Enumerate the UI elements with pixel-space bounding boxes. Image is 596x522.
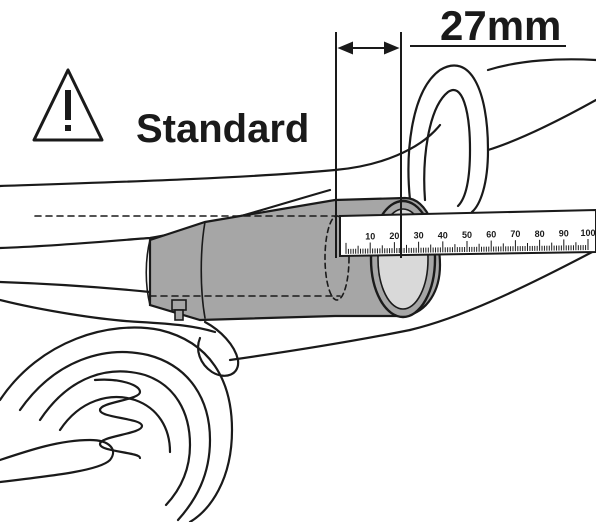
ruler-tick-label: 60: [486, 230, 496, 240]
motorcycle-body: [0, 58, 596, 362]
mounting-bolt: [171, 299, 187, 311]
ruler-tick-label: 100: [580, 228, 595, 238]
ruler-tick-label: 80: [535, 229, 545, 239]
dimension-marker: [335, 32, 566, 258]
ruler-tick-label: 90: [559, 228, 569, 238]
ruler-tick-label: 50: [462, 230, 472, 240]
ruler-labels: 10 20 30 40 50 60 70 80 90 100: [365, 228, 595, 241]
ruler-tick-label: 40: [438, 230, 448, 240]
rear-wheel: [0, 320, 240, 522]
ruler-ticks: [345, 239, 589, 254]
ruler-tick-label: 20: [389, 231, 399, 241]
measurement-label: 27mm: [440, 2, 561, 49]
ruler-tick-label: 30: [414, 231, 424, 241]
ruler-tick-label: 10: [365, 232, 375, 242]
warning-triangle-icon: [32, 68, 104, 142]
ruler-tick-label: 70: [510, 229, 520, 239]
shock-spring: [93, 378, 144, 460]
measuring-ruler: 10 20 30 40 50 60 70 80 90 100: [339, 208, 596, 258]
hidden-lines: [34, 215, 341, 297]
standard-label: Standard: [136, 107, 309, 151]
